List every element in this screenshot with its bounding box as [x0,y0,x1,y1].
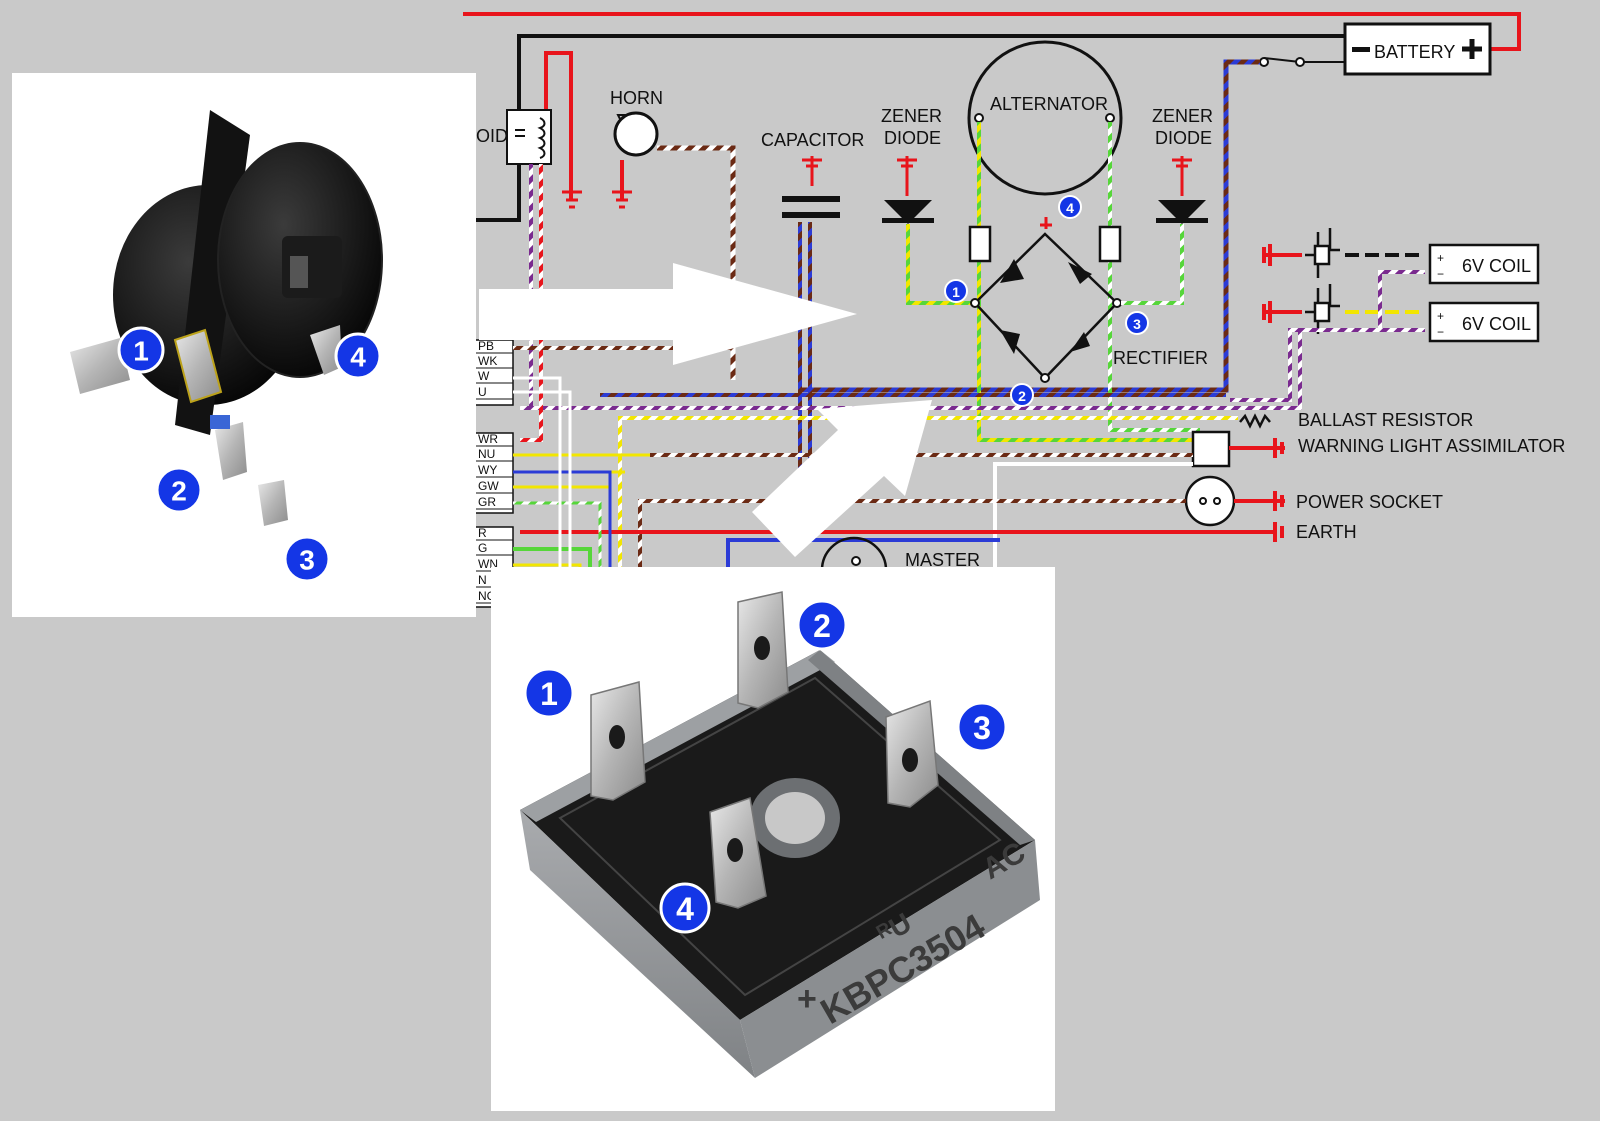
zener-diode-left: ZENER DIODE [881,106,942,224]
svg-text:HORN: HORN [610,88,663,108]
coil-bottom: + − 6V COIL [1428,301,1540,343]
fuse-right [1098,225,1122,263]
svg-text:ZENER: ZENER [1152,106,1213,126]
zener-diode-right: ZENER DIODE [1152,106,1213,224]
master-label: MASTER [905,550,980,570]
solenoid: OID [476,109,552,165]
brown-wire [638,499,1186,580]
svg-text:3: 3 [1133,316,1141,332]
zener-right-wire [1121,224,1184,305]
fuse-left [968,225,992,263]
arrow-right [479,263,857,365]
wire-code-label: NU [478,447,495,461]
regulator-photo-panel: 1 2 3 4 [12,73,476,617]
regulator-pin-3: 3 [283,535,331,583]
svg-text:3: 3 [299,545,315,576]
svg-text:2: 2 [171,476,187,507]
wire-code-label: GW [478,479,499,493]
power-socket: POWER SOCKET [1184,475,1443,527]
bridge-pin-markers: 1 2 3 4 [523,599,1008,934]
wire-code-label: WK [478,354,497,368]
bridge-rectifier-component: KBPC3504 AC + ᴿU [520,591,1040,1078]
svg-text:POWER SOCKET: POWER SOCKET [1296,492,1443,512]
svg-text:4: 4 [350,342,366,373]
schematic-pin-markers: 1 2 3 4 [944,195,1149,407]
wiring-schematic: BATTERY HORN CAPACITOR ZENER DIODE [463,12,1565,608]
svg-text:OID: OID [476,126,508,146]
svg-text:ZENER: ZENER [881,106,942,126]
pin-marker-1: 1 [944,279,968,303]
svg-text:−: − [1437,267,1444,281]
bridge-pin-4: 4 [659,882,711,934]
regulator-pin-1: 1 [117,326,165,374]
zener-left-wire [906,224,975,305]
svg-text:DIODE: DIODE [884,128,941,148]
earth-terminal: EARTH [1273,522,1357,542]
wire-code-label: WR [478,432,498,446]
capacitor: CAPACITOR [761,130,864,218]
bridge-pin-1: 1 [523,667,575,719]
wire-code-label: N [478,573,487,587]
bridge-rectifier-photo-panel: KBPC3504 AC + ᴿU 1 2 3 4 [491,567,1055,1111]
svg-text:+: + [1437,309,1444,323]
svg-text:4: 4 [676,891,694,927]
yellow-wire [618,416,1238,580]
warning-light-assimilator: WARNING LIGHT ASSIMILATOR [1191,430,1565,468]
top-red-wire [463,12,1521,51]
svg-text:1: 1 [133,336,149,367]
wire-code-label: U [478,385,487,399]
pin-marker-4: 4 [1058,195,1082,219]
svg-text:1: 1 [952,284,960,300]
bridge-pin-2: 2 [796,599,848,651]
rectifier-bridge: RECTIFIER [970,217,1208,383]
alternator: ALTERNATOR [967,40,1123,196]
wire-code-label: G [478,541,487,555]
solenoid-red-wire [544,51,573,200]
master-switch-arc [820,536,888,571]
master-blue-wire [726,538,1000,570]
svg-text:6V COIL: 6V COIL [1462,256,1531,276]
svg-text:3: 3 [973,710,991,746]
arrow-diagonal [752,400,932,557]
svg-text:RECTIFIER: RECTIFIER [1113,348,1208,368]
svg-text:ALTERNATOR: ALTERNATOR [990,94,1108,114]
svg-text:DIODE: DIODE [1155,128,1212,148]
svg-text:2: 2 [813,608,831,644]
ballast-resistor: BALLAST RESISTOR [1239,410,1473,430]
regulator-pin-4: 4 [334,332,382,380]
bridge-pin-3: 3 [956,701,1008,753]
contact-breaker-points [1305,228,1340,334]
wire-code-label: WY [478,463,497,477]
regulator-pin-markers: 1 2 3 4 [117,326,382,583]
regulator-pin-2: 2 [155,466,203,514]
solenoid-red-white-wire [520,164,543,442]
svg-text:6V COIL: 6V COIL [1462,314,1531,334]
plus-mark: + [797,980,817,1018]
wire-code-label: R [478,526,487,540]
svg-text:CAPACITOR: CAPACITOR [761,130,864,150]
svg-text:2: 2 [1018,388,1026,404]
svg-text:4: 4 [1066,200,1074,216]
alternator-right-wire [1108,122,1200,432]
battery: BATTERY [1343,22,1492,76]
pin-marker-3: 3 [1125,311,1149,335]
svg-text:−: − [1437,325,1444,339]
wire-code-label: W [478,369,490,383]
coil-earths [1262,244,1302,323]
svg-text:WARNING LIGHT ASSIMILATOR: WARNING LIGHT ASSIMILATOR [1298,436,1565,456]
svg-text:+: + [1437,251,1444,265]
pin-marker-2: 2 [1010,383,1034,407]
svg-text:1: 1 [540,676,558,712]
wire-code-label: GR [478,495,496,509]
svg-text:BALLAST RESISTOR: BALLAST RESISTOR [1298,410,1473,430]
coil-top: + − 6V COIL [1428,243,1540,285]
battery-label: BATTERY [1374,42,1455,62]
wire-code-label: PB [478,339,494,353]
horn: HORN [610,88,663,157]
svg-text:EARTH: EARTH [1296,522,1357,542]
white-wire [993,462,1193,570]
